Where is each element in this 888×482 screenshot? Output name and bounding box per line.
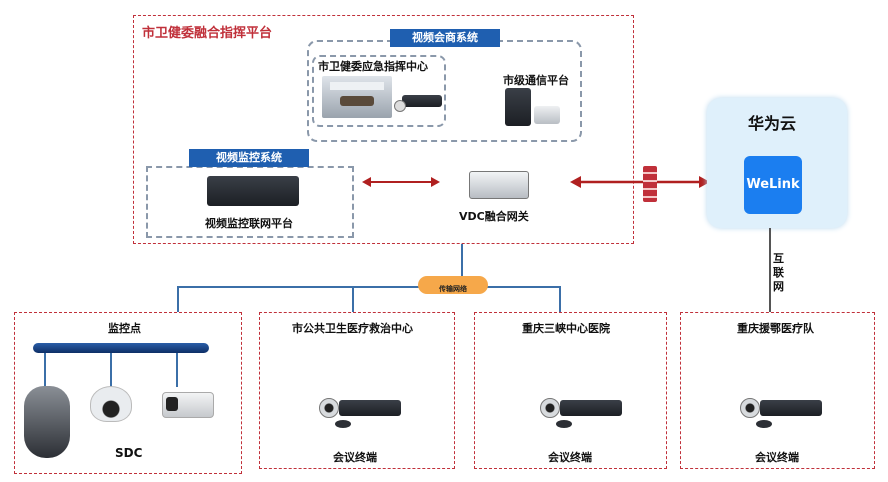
ptz-dome-camera-icon (24, 386, 70, 458)
surveillance-vdc-arrow (362, 177, 440, 187)
city-comm-server-tower (505, 88, 531, 126)
site-box-aid-team (680, 312, 875, 469)
city-comm-server-unit (534, 106, 560, 124)
internet-label: 互 联 网 (773, 252, 784, 293)
vdc-gateway-label: VDC融合网关 (459, 210, 529, 223)
site-box-three-gorges (474, 312, 667, 469)
welink-app-icon: WeLink (744, 156, 802, 214)
conference-terminal-aid-team (738, 396, 828, 436)
camera-mount-pipe (33, 343, 209, 353)
platform-frame (133, 15, 634, 244)
branch-line-monitoring (177, 286, 179, 312)
emergency-center-group (312, 55, 446, 127)
site-title-monitoring: 监控点 (108, 322, 141, 335)
conference-terminal-three-gorges (538, 396, 628, 436)
branch-line-public-health (352, 286, 354, 312)
branch-line-three-gorges (559, 286, 561, 312)
emergency-center-label: 市卫健委应急指挥中心 (318, 60, 428, 73)
mini-dome-camera-icon (90, 386, 132, 422)
vdc-gateway-device (469, 171, 529, 199)
terminal-label-three-gorges: 会议终端 (548, 451, 592, 464)
site-title-public-health: 市公共卫生医疗救治中心 (292, 322, 413, 335)
conference-terminal-device (402, 95, 442, 107)
surveillance-network-platform-label: 视频监控联网平台 (205, 217, 293, 230)
camera-drop-2 (110, 353, 112, 387)
internet-line (769, 228, 771, 312)
terminal-label-public-health: 会议终端 (333, 451, 377, 464)
video-surveillance-group (146, 166, 354, 238)
transport-network-cloud: 传输网络 (418, 276, 488, 294)
firewall-icon (643, 166, 657, 202)
site-title-three-gorges: 重庆三峡中心医院 (522, 322, 610, 335)
vdc-cloud-arrow (570, 176, 710, 188)
conference-room-image (322, 76, 392, 118)
surveillance-server-rack (207, 176, 299, 206)
video-conf-system-tag: 视频会商系统 (390, 29, 500, 47)
site-box-monitoring (14, 312, 242, 474)
camera-drop-1 (44, 353, 46, 387)
site-box-public-health (259, 312, 455, 469)
camera-drop-3 (176, 353, 178, 387)
city-comm-platform-label: 市级通信平台 (503, 74, 569, 87)
conference-terminal-public-health (317, 396, 407, 436)
bullet-camera-lens (166, 397, 178, 411)
vdc-down-line (461, 244, 463, 284)
sdc-label: SDC (115, 446, 143, 460)
site-title-aid-team: 重庆援鄂医疗队 (737, 322, 814, 335)
platform-title: 市卫健委融合指挥平台 (142, 26, 273, 41)
huawei-cloud-title: 华为云 (748, 114, 797, 133)
transport-bus-line (177, 286, 561, 288)
terminal-label-aid-team: 会议终端 (755, 451, 799, 464)
conference-camera (394, 100, 406, 112)
video-surveillance-system-tag: 视频监控系统 (189, 149, 309, 167)
transport-network-label: 传输网络 (439, 285, 467, 293)
